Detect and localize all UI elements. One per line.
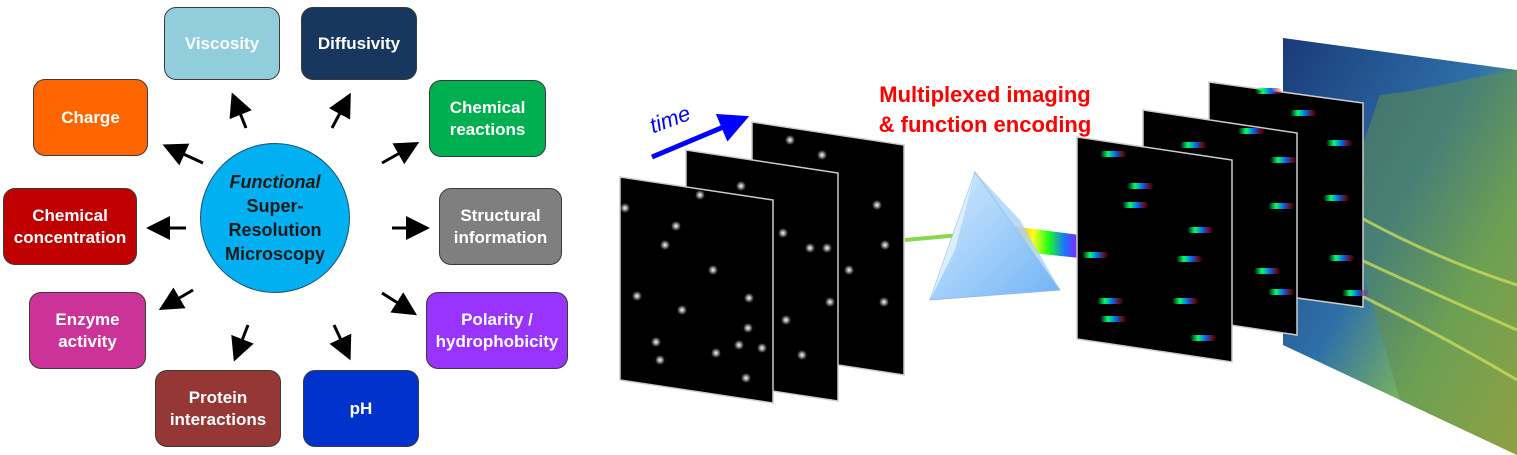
center-line-2: Super- (246, 196, 304, 216)
center-line-1: Functional (229, 172, 321, 192)
raw-frame-stack (619, 121, 905, 404)
property-box-viscosity: Viscosity (164, 7, 280, 80)
time-arrow (651, 113, 750, 160)
property-label: Viscosity (184, 33, 260, 53)
property-label: Diffusivity (317, 33, 401, 53)
property-box-ph: pH (303, 370, 419, 447)
property-box-charge: Charge (33, 79, 148, 156)
property-label: Protein (188, 387, 248, 407)
center-circle: Functional Super- Resolution Microscopy (200, 143, 350, 293)
radial-arrows (146, 92, 430, 362)
center-line-3: Resolution (228, 220, 322, 240)
property-label: concentration (13, 227, 127, 247)
multiplexed-title-line-1: Multiplexed imaging (879, 82, 1091, 107)
property-label: Charge (61, 107, 120, 127)
property-label: Structural (460, 205, 541, 225)
center-line-4: Microscopy (224, 244, 326, 264)
property-label: interactions (169, 409, 267, 429)
property-label: pH (349, 398, 373, 418)
property-label: hydrophobicity (435, 331, 559, 351)
property-label: reactions (449, 119, 526, 139)
property-label: information (453, 227, 548, 247)
spectral-frame-stack (1076, 38, 1517, 455)
prism (929, 170, 1061, 301)
property-box-polarity: Polarity /hydrophobicity (426, 292, 568, 369)
multiplexed-title-line-2: & function encoding (878, 112, 1092, 137)
property-label: Chemical (449, 97, 526, 117)
property-label: activity (58, 331, 117, 351)
multiplexed-title: Multiplexed imaging & function encoding (850, 80, 1120, 140)
input-beam (904, 233, 961, 242)
property-label: Polarity / (461, 309, 533, 329)
property-label: Enzyme (55, 309, 120, 329)
property-label: Chemical (32, 205, 108, 225)
property-box-diffusivity: Diffusivity (301, 7, 417, 80)
